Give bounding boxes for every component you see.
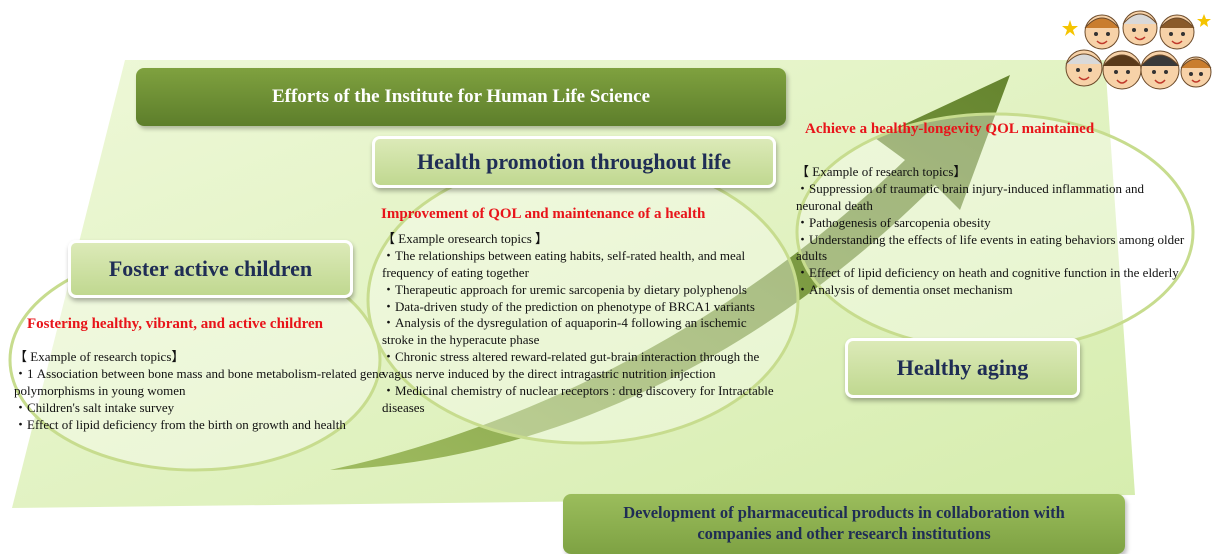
list-item: ・Effect of lipid deficiency on heath and… — [796, 265, 1179, 281]
children-heading: Fostering healthy, vibrant, and active c… — [27, 316, 323, 332]
list-item: ・Data-driven study of the prediction on … — [382, 298, 755, 314]
promotion-topic-list: 【 Example oresearch topics 】 ・The relati… — [382, 231, 775, 417]
list-item: ・Pathogenesis of sarcopenia obesity — [796, 214, 991, 230]
list-item: ・Medicinal chemistry of nuclear receptor… — [382, 383, 774, 415]
list-item: ・Analysis of dementia onset mechanism — [796, 282, 1013, 298]
label-foster-active-children: Foster active children — [68, 240, 353, 298]
list-item: ・1 Association between bone mass and bon… — [14, 365, 385, 398]
promotion-heading: Improvement of QOL and maintenance of a … — [381, 206, 706, 222]
people-crowd-icon — [1062, 10, 1212, 90]
development-box: Development of pharmaceutical products i… — [563, 494, 1125, 554]
aging-heading: Achieve a healthy-longevity QOL maintain… — [805, 121, 1095, 137]
list-item: ・The relationships between eating habits… — [382, 247, 746, 280]
list-item: ・Children's salt intake survey — [14, 399, 175, 415]
list-item: ・Chronic stress altered reward-related g… — [382, 349, 760, 382]
diagram-title: Efforts of the Institute for Human Life … — [136, 68, 786, 126]
upward-arrow-icon — [330, 75, 1010, 470]
list-item: ・Suppression of traumatic brain injury-i… — [796, 180, 1145, 213]
aging-topic-list: 【 Example of research topics】 ・Suppressi… — [796, 164, 1191, 299]
children-list-title: 【 Example of research topics】 — [14, 349, 185, 364]
list-item: ・Analysis of the dysregulation of aquapo… — [382, 315, 747, 348]
list-item: ・Effect of lipid deficiency from the bir… — [14, 416, 346, 432]
list-item: ・Understanding the effects of life event… — [796, 231, 1185, 264]
development-line-2: companies and other research institution… — [697, 524, 991, 543]
development-line-1: Development of pharmaceutical products i… — [623, 503, 1065, 523]
promotion-list-title: 【 Example oresearch topics 】 — [382, 231, 549, 246]
label-health-promotion: Health promotion throughout life — [372, 136, 776, 188]
label-healthy-aging: Healthy aging — [845, 338, 1080, 398]
children-topic-list: 【 Example of research topics】 ・1 Associa… — [14, 349, 389, 433]
list-item: ・Therapeutic approach for uremic sarcope… — [382, 281, 747, 297]
aging-list-title: 【 Example of research topics】 — [796, 164, 967, 179]
